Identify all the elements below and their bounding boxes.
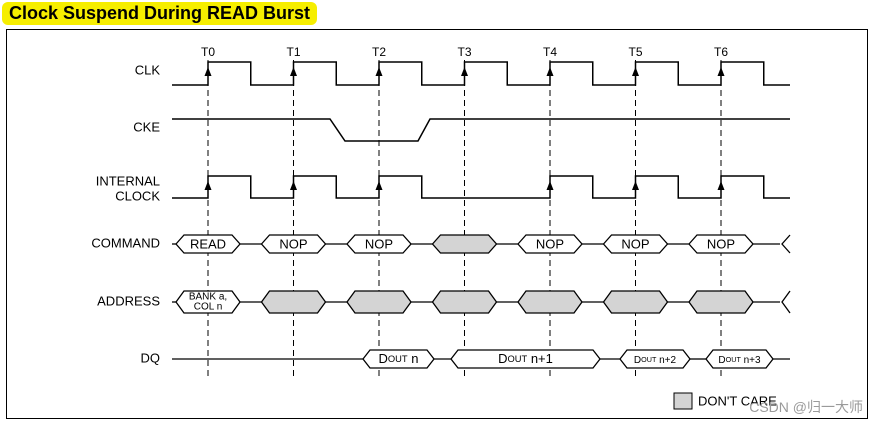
command-label-t4: NOP bbox=[536, 236, 564, 251]
address-tail bbox=[753, 290, 791, 314]
signal-label-clk: CLK bbox=[135, 62, 161, 77]
command-tail bbox=[753, 234, 791, 254]
dq-label-prefix-1: D bbox=[498, 351, 507, 366]
time-marker-t2: T2 bbox=[372, 45, 386, 59]
dq-label-prefix-3: D bbox=[718, 355, 725, 366]
address-cell-t2 bbox=[346, 290, 412, 314]
internal-clock-edge-arrow-t4 bbox=[546, 181, 554, 190]
signal-label-cke: CKE bbox=[133, 119, 160, 134]
dq-label-sub-1: OUT bbox=[507, 354, 527, 364]
address-label-t0-line0: BANK a, bbox=[189, 292, 227, 303]
dq-label-sub-2: OUT bbox=[641, 355, 657, 364]
signal-label-dq: DQ bbox=[141, 350, 161, 365]
dq-label-3: DOUT n+3 bbox=[718, 355, 761, 366]
dq-label-2: DOUT n+2 bbox=[634, 355, 677, 366]
command-label-t6: NOP bbox=[707, 236, 735, 251]
command-label-t5: NOP bbox=[621, 236, 649, 251]
address-cell-t6 bbox=[688, 290, 754, 314]
command-label-t2: NOP bbox=[365, 236, 393, 251]
clk-edge-arrow-t3 bbox=[461, 67, 468, 76]
signal-label-command: COMMAND bbox=[91, 235, 160, 250]
clk-edge-arrow-t4 bbox=[546, 67, 554, 76]
internal-clock-edge-arrow-t1 bbox=[290, 181, 297, 190]
signal-label-internal: INTERNAL bbox=[96, 173, 160, 188]
diagram-frame bbox=[6, 29, 868, 419]
clk-edge-arrow-t1 bbox=[290, 67, 297, 76]
internal-clock-edge-arrow-t0 bbox=[204, 181, 212, 190]
dq-label-sub-3: OUT bbox=[726, 355, 742, 364]
time-marker-t1: T1 bbox=[286, 45, 300, 59]
dq-label-suffix-3: n+3 bbox=[741, 355, 761, 366]
diagram-title: Clock Suspend During READ Burst bbox=[2, 2, 318, 25]
address-cell-t4 bbox=[517, 290, 583, 314]
signal-label-address: ADDRESS bbox=[97, 293, 160, 308]
dq-label-suffix-1: n+1 bbox=[527, 351, 553, 366]
address-cell-t5 bbox=[602, 290, 669, 314]
command-label-t1: NOP bbox=[279, 236, 307, 251]
clk-waveform bbox=[172, 61, 790, 86]
dont-care-legend-label: DON'T CARE bbox=[698, 393, 777, 408]
time-marker-t3: T3 bbox=[457, 45, 471, 59]
internal-clock-waveform bbox=[172, 175, 790, 199]
watermark: CSDN @归一大师 bbox=[749, 399, 863, 415]
time-marker-t0: T0 bbox=[201, 45, 215, 59]
clk-edge-arrow-t6 bbox=[717, 67, 725, 76]
dq-label-0: DOUT n bbox=[379, 351, 419, 366]
dq-label-suffix-2: n+2 bbox=[656, 355, 676, 366]
dont-care-legend-swatch bbox=[673, 392, 693, 410]
time-marker-t5: T5 bbox=[628, 45, 642, 59]
dq-label-prefix-2: D bbox=[634, 355, 641, 366]
address-cell-t3 bbox=[431, 290, 498, 314]
internal-clock-edge-arrow-t6 bbox=[717, 181, 725, 190]
address-cell-t1 bbox=[260, 290, 327, 314]
clk-edge-arrow-t2 bbox=[375, 67, 383, 76]
command-label-t0: READ bbox=[190, 236, 226, 251]
dq-label-1: DOUT n+1 bbox=[498, 351, 553, 366]
signal-label-clock: CLOCK bbox=[115, 188, 160, 203]
time-marker-t6: T6 bbox=[714, 45, 728, 59]
time-marker-t4: T4 bbox=[543, 45, 557, 59]
clk-edge-arrow-t0 bbox=[204, 67, 212, 76]
address-label-t0-line1: COL n bbox=[194, 302, 223, 313]
clk-edge-arrow-t5 bbox=[632, 67, 639, 76]
dq-label-prefix-0: D bbox=[379, 351, 388, 366]
internal-clock-edge-arrow-t2 bbox=[375, 181, 383, 190]
cke-waveform bbox=[172, 118, 790, 142]
dq-label-suffix-0: n bbox=[408, 351, 419, 366]
dq-label-sub-0: OUT bbox=[388, 354, 408, 364]
internal-clock-edge-arrow-t5 bbox=[632, 181, 639, 190]
command-cell-t3 bbox=[431, 234, 498, 254]
